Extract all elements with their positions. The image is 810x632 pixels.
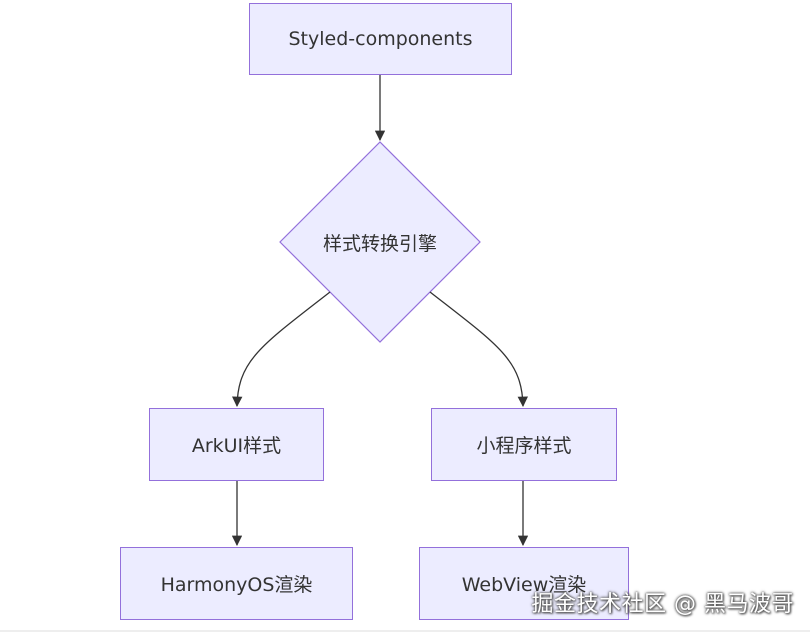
node-engine-label: 样式转换引擎 [322, 232, 437, 255]
node-styled-components-label: Styled-components [288, 28, 473, 50]
node-webview-label: WebView渲染 [461, 574, 587, 596]
node-miniprogram: 小程序样式 [431, 408, 617, 481]
edge-engine-to-arkui [232, 291, 331, 408]
bottom-divider [0, 630, 810, 632]
node-webview: WebView渲染 [419, 547, 629, 620]
node-arkui-label: ArkUI样式 [191, 435, 282, 457]
node-miniprogram-label: 小程序样式 [476, 435, 572, 457]
node-harmonyos-label: HarmonyOS渲染 [160, 574, 313, 596]
node-harmonyos: HarmonyOS渲染 [120, 547, 353, 620]
watermark: 掘金技术社区 @ 黑马波哥 [531, 592, 794, 617]
node-styled-components: Styled-components [249, 3, 512, 75]
edge-engine-to-miniprogram [429, 291, 528, 408]
node-arkui: ArkUI样式 [149, 408, 324, 481]
